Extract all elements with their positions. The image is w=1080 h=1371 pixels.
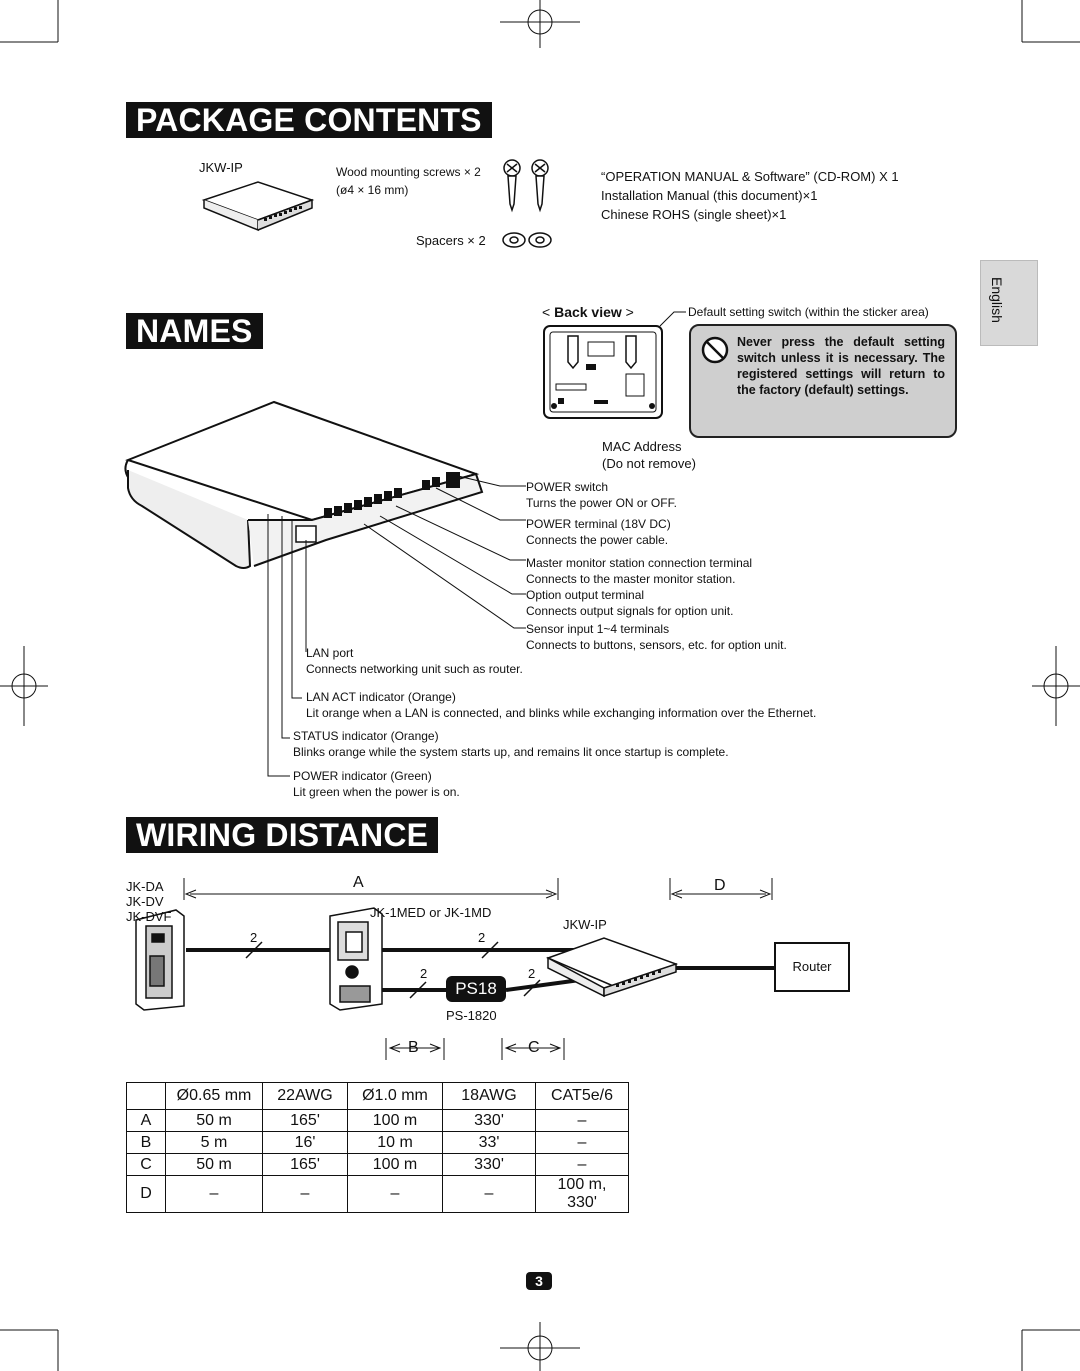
callout-status: STATUS indicator (Orange)Blinks orange w… (293, 729, 729, 759)
wire-count-monitor: 2 (478, 930, 486, 945)
callout-power-terminal: POWER terminal (18V DC)Connects the powe… (526, 517, 671, 547)
doc-cdrom: “OPERATION MANUAL & Software” (CD-ROM) X… (601, 169, 899, 184)
language-tab: English (980, 260, 1038, 346)
table-row: D–– ––100 m, 330' (126, 1175, 629, 1213)
spacer-icon (502, 232, 552, 248)
screws-label: Wood mounting screws × 2 (336, 165, 481, 179)
power-supply-model: PS-1820 (446, 1008, 497, 1023)
doc-rohs: Chinese ROHS (single sheet)×1 (601, 207, 787, 222)
mac-address-label: MAC Address (602, 439, 682, 454)
callout-power-indicator: POWER indicator (Green)Lit green when th… (293, 769, 460, 799)
names-heading: NAMES (126, 313, 263, 349)
unit-label: JKW-IP (199, 160, 243, 175)
screws-size: (ø4 × 16 mm) (336, 183, 409, 197)
package-contents-heading: PACKAGE CONTENTS (126, 102, 492, 138)
page-number: 3 (526, 1272, 552, 1290)
wiring-distance-heading: WIRING DISTANCE (126, 817, 439, 853)
prohibited-icon (701, 336, 729, 364)
warning-box: Never press the default setting switch u… (689, 324, 957, 438)
wire-count-ps-out: 2 (528, 966, 536, 981)
unit-illustration (201, 181, 315, 232)
wire-count-ps-in: 2 (420, 966, 428, 981)
mac-address-note: (Do not remove) (602, 456, 696, 471)
wire-count-door: 2 (250, 930, 258, 945)
callout-lan-act: LAN ACT indicator (Orange)Lit orange whe… (306, 690, 817, 720)
span-c-label: C (528, 1039, 540, 1056)
span-d-label: D (714, 877, 726, 894)
span-b-label: B (408, 1039, 419, 1056)
default-switch-label: Default setting switch (within the stick… (688, 305, 929, 319)
spacers-label: Spacers × 2 (416, 233, 486, 248)
jkw-ip-label: JKW-IP (563, 917, 607, 932)
power-supply-badge: PS18 (446, 976, 506, 1002)
wiring-diagram (135, 878, 774, 1060)
warning-text: Never press the default setting switch u… (737, 335, 945, 397)
jkw-ip-icon (545, 937, 679, 998)
back-view-illustration (543, 325, 663, 419)
router-box: Router (774, 942, 850, 992)
door-station-icon (135, 909, 185, 1011)
monitor-label: JK-1MED or JK-1MD (370, 905, 492, 920)
monitor-icon (329, 907, 383, 1011)
callout-master-terminal: Master monitor station connection termin… (526, 556, 753, 586)
default-switch-leader (659, 311, 686, 327)
unit-front-illustration (124, 400, 526, 777)
doc-install-manual: Installation Manual (this document)×1 (601, 188, 818, 203)
span-a-label: A (353, 874, 364, 891)
screw-icon (503, 159, 549, 213)
back-view-label: < Back view > (542, 304, 634, 320)
door-station-models: JK-DA JK-DV JK-DVF (126, 879, 172, 924)
table-header-row: Ø0.65 mm 22AWG Ø1.0 mm 18AWG CAT5e/6 (126, 1082, 629, 1110)
